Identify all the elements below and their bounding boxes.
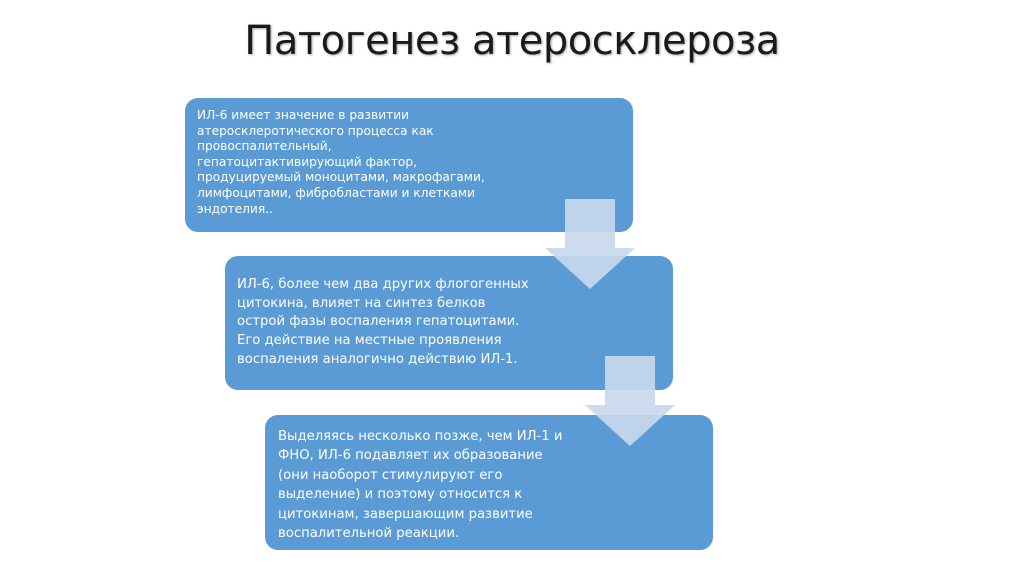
step-2-text: ИЛ-6, более чем два других флогогенных ц… xyxy=(237,277,529,367)
slide-title: Патогенез атеросклероза xyxy=(244,18,780,64)
step-1-text: ИЛ-6 имеет значение в развитии атероскле… xyxy=(197,108,485,216)
down-arrow-icon xyxy=(545,199,635,289)
process-step-1: ИЛ-6 имеет значение в развитии атероскле… xyxy=(185,98,633,232)
process-step-2: ИЛ-6, более чем два других флогогенных ц… xyxy=(225,256,673,390)
down-arrow-icon xyxy=(585,356,675,446)
step-3-text: Выделяясь несколько позже, чем ИЛ-1 и ФН… xyxy=(278,429,563,542)
